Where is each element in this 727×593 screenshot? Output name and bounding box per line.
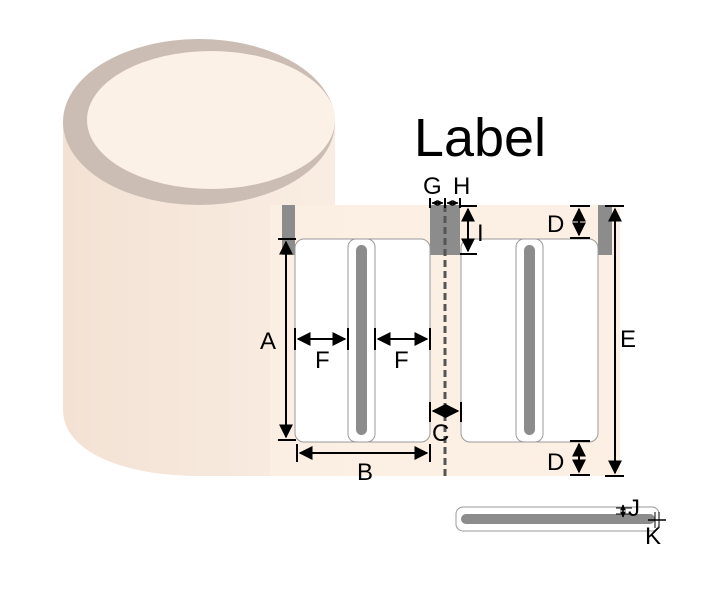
dim-label-f-right: F (394, 347, 409, 374)
dim-label-d-top: D (547, 211, 564, 238)
roll-core (87, 51, 335, 189)
dim-label-e: E (620, 326, 636, 353)
dimension-lines (278, 198, 666, 528)
label-left (294, 238, 431, 443)
label-right (460, 238, 599, 443)
dim-label-f-left: F (315, 347, 330, 374)
dim-label-c: C (432, 420, 449, 447)
dim-label-j: J (628, 495, 640, 522)
dim-label-k: K (645, 523, 661, 550)
dim-label-b: B (357, 459, 373, 486)
antenna-strip-left (356, 245, 367, 435)
diagram-title: Label (414, 108, 546, 168)
black-mark-left (282, 205, 295, 255)
dim-label-g: G (423, 173, 442, 200)
inlay-strip (461, 514, 655, 524)
antenna-strip-right (524, 245, 535, 435)
dim-label-a: A (260, 328, 276, 355)
black-mark-right (598, 205, 612, 255)
dim-label-i: I (477, 220, 484, 247)
dim-label-d-bottom: D (547, 449, 564, 476)
dim-label-h: H (453, 173, 470, 200)
